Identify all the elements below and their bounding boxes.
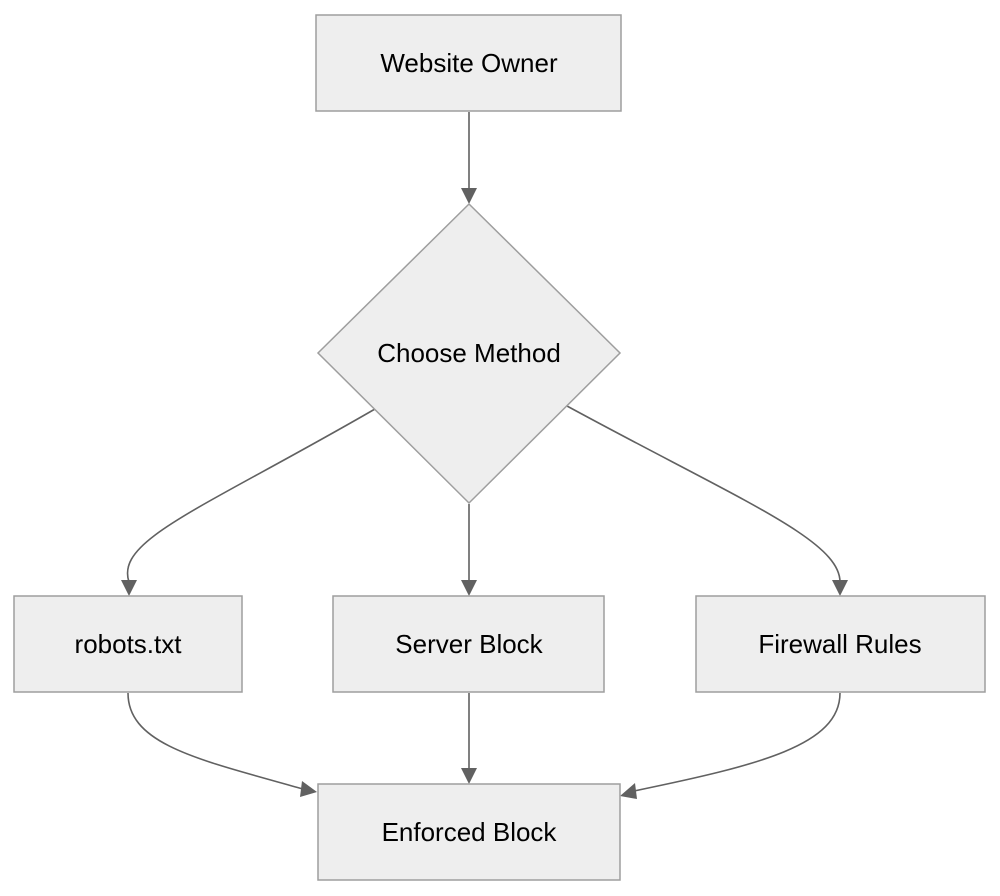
node-choose-method: Choose Method xyxy=(316,202,622,505)
edge-choose-method-to-firewall-rules xyxy=(566,405,841,583)
edge-choose-method-to-robots-txt xyxy=(126,408,376,583)
edge-arrowhead-enforced-from-robots xyxy=(300,781,317,797)
edge-arrowhead-server-block xyxy=(461,580,477,596)
edge-arrowhead-enforced-from-server xyxy=(461,768,477,784)
node-firewall-rules-label: Firewall Rules xyxy=(758,629,921,659)
node-server-block: Server Block xyxy=(332,595,605,693)
edge-arrowhead-choose-method xyxy=(461,188,477,204)
node-website-owner-box xyxy=(315,14,622,112)
node-enforced-block-box xyxy=(317,783,621,881)
node-robots-txt-box xyxy=(13,595,243,693)
edge-arrowhead-enforced-from-firewall xyxy=(620,783,637,799)
node-choose-method-label: Choose Method xyxy=(377,338,561,368)
node-website-owner-label: Website Owner xyxy=(380,48,558,78)
edges xyxy=(121,112,848,799)
node-website-owner: Website Owner xyxy=(315,14,622,112)
node-server-block-label: Server Block xyxy=(395,629,543,659)
node-robots-txt-label: robots.txt xyxy=(75,629,183,659)
edge-arrowhead-robots-txt xyxy=(121,580,137,596)
node-robots-txt: robots.txt xyxy=(13,595,243,693)
edge-firewall-rules-to-enforced-block xyxy=(633,692,841,792)
node-server-block-box xyxy=(332,595,605,693)
node-enforced-block-label: Enforced Block xyxy=(382,817,558,847)
node-firewall-rules-box xyxy=(695,595,986,693)
node-enforced-block: Enforced Block xyxy=(317,783,621,881)
node-firewall-rules: Firewall Rules xyxy=(695,595,986,693)
edge-arrowhead-firewall-rules xyxy=(832,580,848,596)
edge-robots-txt-to-enforced-block xyxy=(127,692,304,790)
node-choose-method-diamond xyxy=(316,202,622,505)
